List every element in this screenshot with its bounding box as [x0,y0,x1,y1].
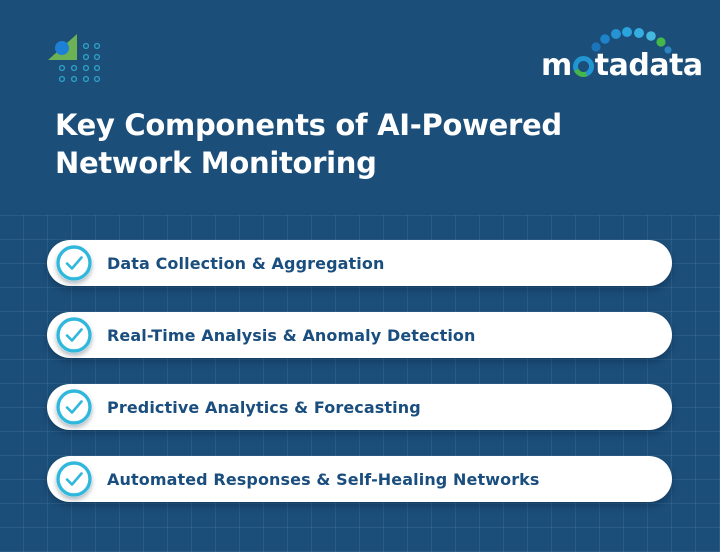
list-item-label: Automated Responses & Self-Healing Netwo… [107,469,540,489]
check-circle-icon [56,317,92,353]
components-list: Data Collection & Aggregation Real-Time … [47,240,672,502]
list-item: Predictive Analytics & Forecasting [47,384,672,430]
logo-dots-arc-icon [591,27,672,54]
list-item: Data Collection & Aggregation [47,240,672,286]
wordmark-o-ring-icon [572,56,594,77]
check-circle-icon [56,245,92,281]
check-circle-icon [56,461,92,497]
list-item: Automated Responses & Self-Healing Netwo… [47,456,672,502]
list-item-label: Real-Time Analysis & Anomaly Detection [107,325,476,345]
motadata-symbol-icon [48,34,101,83]
page-title: Key Components of AI-Powered Network Mon… [55,106,562,182]
wordmark-before-o: m [541,48,572,83]
list-item: Real-Time Analysis & Anomaly Detection [47,312,672,358]
list-item-label: Data Collection & Aggregation [107,253,385,273]
page-title-line2: Network Monitoring [55,146,377,180]
list-item-label: Predictive Analytics & Forecasting [107,397,421,417]
wordmark-after-o: tadata [594,48,703,83]
page-title-line1: Key Components of AI-Powered [55,108,562,142]
check-circle-icon [56,389,92,425]
